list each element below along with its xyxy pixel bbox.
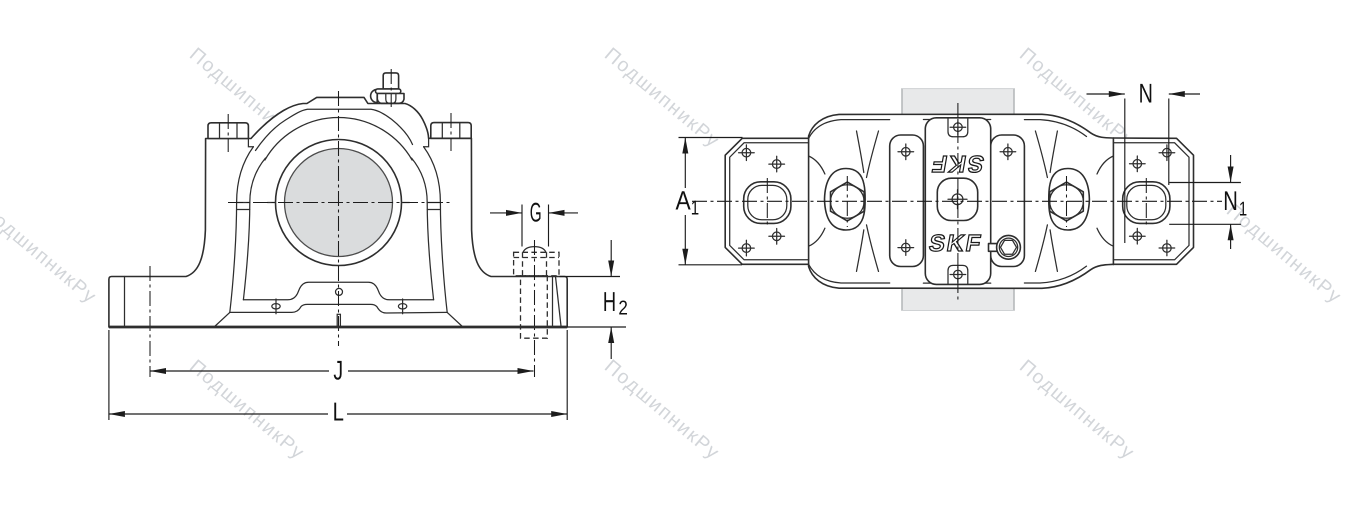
svg-text:SKF: SKF: [928, 151, 986, 177]
svg-text:N: N: [1223, 186, 1238, 216]
svg-text:N: N: [1139, 79, 1153, 109]
svg-text:J: J: [333, 356, 343, 386]
svg-text:1: 1: [1239, 199, 1247, 221]
svg-text:L: L: [333, 396, 344, 426]
svg-text:H: H: [603, 286, 616, 317]
svg-text:A: A: [676, 185, 691, 215]
svg-text:SKF: SKF: [927, 230, 985, 256]
svg-text:G: G: [530, 198, 542, 228]
svg-text:1: 1: [691, 198, 699, 220]
svg-text:2: 2: [618, 298, 628, 320]
